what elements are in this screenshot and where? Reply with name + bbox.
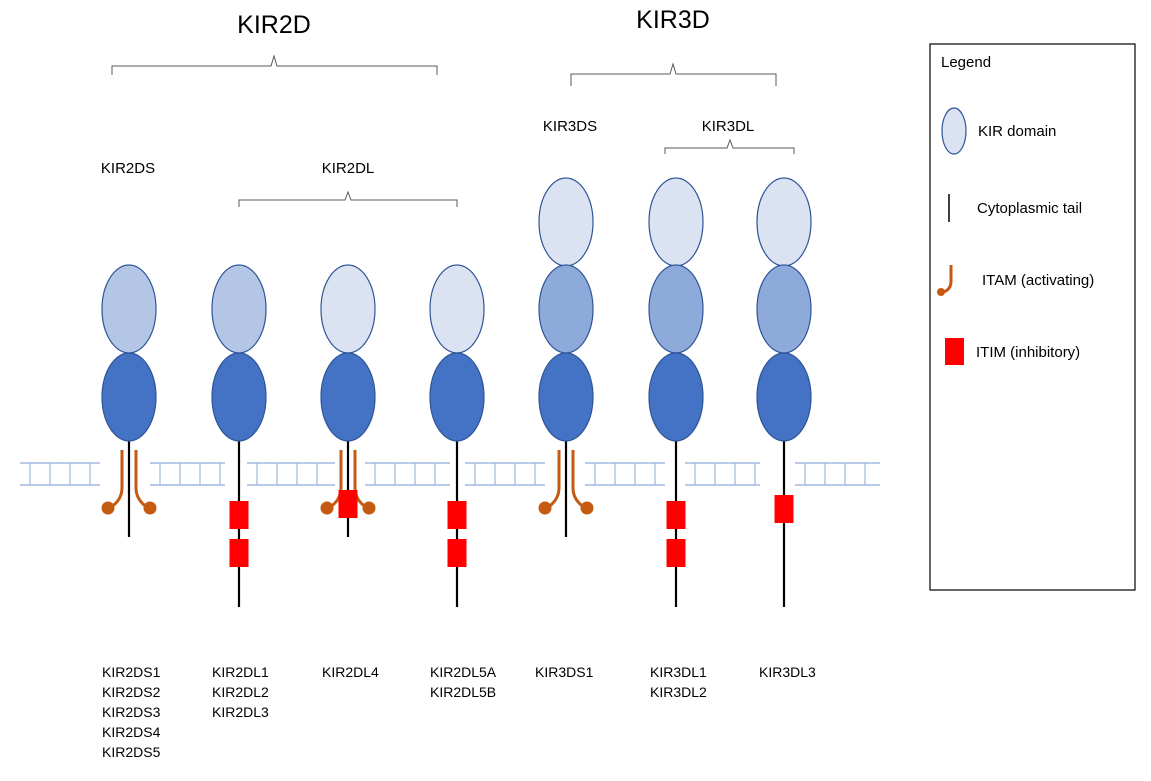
itim-motif [229,501,249,529]
kir-domain [429,352,485,442]
kir-domain [429,264,485,354]
gene-name-kir2ds5: KIR2DS5 [102,744,161,760]
gene-name-kir2dl3: KIR2DL3 [212,704,269,720]
itam-icon-dot [937,288,945,296]
gene-name-kir2dl5a: KIR2DL5A [430,664,497,680]
gene-name-kir2dl2: KIR2DL2 [212,684,269,700]
kir3dl-brace [664,138,795,154]
receptor-kir2dl5 [429,264,485,607]
gene-name-kir2ds1: KIR2DS1 [102,664,161,680]
kir2ds-label: KIR2DS [101,160,155,177]
receptor-kir3dl12 [648,177,704,607]
legend-kir-domain-label: KIR domain [978,123,1056,140]
itam-motif [320,501,334,515]
itim-motif [229,539,249,567]
itam-adapter [546,450,561,510]
kir-domain [320,264,376,354]
gene-name-kir3ds1: KIR3DS1 [535,664,594,680]
gene-name-kir2dl1: KIR2DL1 [212,664,269,680]
itim-motif [447,539,467,567]
itim-motif [666,539,686,567]
kir-domain [756,177,812,267]
gene-name-kir2ds2: KIR2DS2 [102,684,161,700]
kir2dl-label: KIR2DL [322,160,375,177]
kir-domain-icon [941,107,967,155]
gene-name-kir3dl3: KIR3DL3 [759,664,816,680]
gene-name-kir3dl2: KIR3DL2 [650,684,707,700]
kir3d-brace [570,62,777,86]
kir-domain [538,352,594,442]
legend-itim-label: ITIM (inhibitory) [976,344,1080,361]
receptor-kir2dl4 [320,264,376,537]
kir3dl-label: KIR3DL [702,118,755,135]
kir-domain [756,264,812,354]
receptor-kir2ds [101,264,157,537]
itam-motif [538,501,552,515]
itam-motif [580,501,594,515]
legend: Legend KIR domain Cytoplasmic tail ITAM … [929,43,1136,591]
kir-domain [756,352,812,442]
itam-motif [101,501,115,515]
itam-adapter [571,450,586,510]
gene-name-kir3dl1: KIR3DL1 [650,664,707,680]
itim-icon [945,338,964,365]
itim-motif [338,490,358,518]
kir2dl-brace [238,190,458,207]
kir-domain [211,352,267,442]
kir2d-title: KIR2D [237,11,311,39]
legend-title: Legend [941,54,991,71]
itam-adapter [109,450,124,510]
itim-motif [447,501,467,529]
itim-motif [666,501,686,529]
legend-cytoplasmic-tail-label: Cytoplasmic tail [977,200,1082,217]
itam-motif [143,501,157,515]
gene-name-kir2ds4: KIR2DS4 [102,724,161,740]
kir3d-title: KIR3D [636,6,710,34]
kir-domain [101,264,157,354]
gene-name-kir2ds3: KIR2DS3 [102,704,161,720]
receptors-group [101,177,812,607]
receptor-kir3dl3 [756,177,812,607]
itam-adapter [134,450,149,510]
kir-domain [538,177,594,267]
gene-name-kir2dl4: KIR2DL4 [322,664,379,680]
kir-domain [320,352,376,442]
kir3ds-label: KIR3DS [543,118,597,135]
itam-motif [362,501,376,515]
receptor-kir2dl-a [211,264,267,607]
kir-domain [211,264,267,354]
legend-itam-label: ITAM (activating) [982,272,1094,289]
itim-motif [774,495,794,523]
kir-domain [648,352,704,442]
kir-domain [538,264,594,354]
kir-domain [648,177,704,267]
kir2d-brace [111,54,438,75]
cell-membrane [20,462,880,486]
receptor-kir3ds1 [538,177,594,537]
kir-domain [101,352,157,442]
kir-domain [648,264,704,354]
gene-name-kir2dl5b: KIR2DL5B [430,684,496,700]
